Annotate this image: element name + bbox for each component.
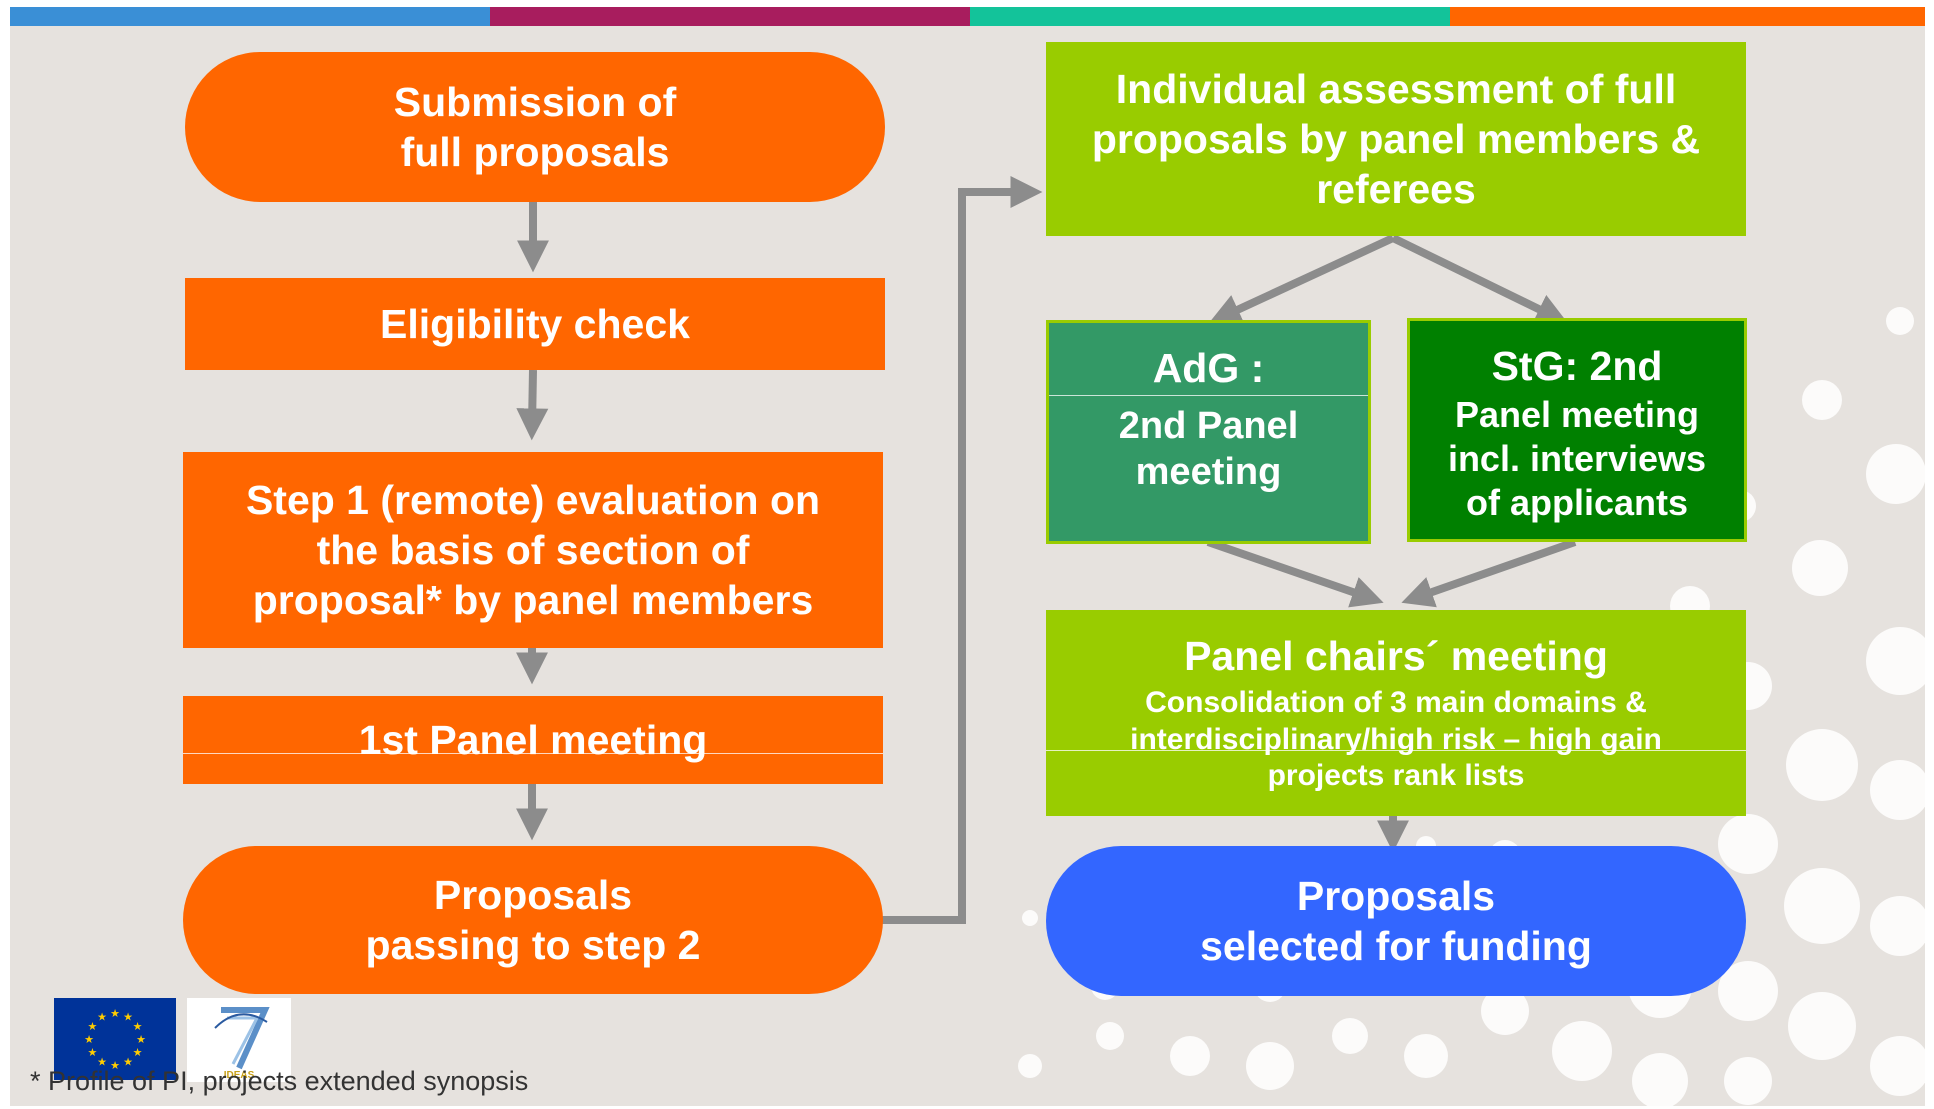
fp7-ideas-icon: IDEAS — [187, 998, 291, 1082]
chairs-line-2: interdisciplinary/high risk – high gain — [1130, 722, 1662, 756]
individual-line-1: Individual assessment of full — [1115, 65, 1677, 112]
stg-line-4: of applicants — [1465, 481, 1689, 523]
step1-line-2: the basis of section of — [316, 526, 750, 573]
adg-box: AdG : 2nd Panel meeting — [1046, 320, 1371, 544]
background-dot — [1866, 627, 1925, 695]
submission-line-1: Submission of — [393, 78, 677, 125]
background-dot — [1718, 814, 1778, 874]
footnote: * Profile of PI, projects extended synop… — [30, 1066, 529, 1096]
passing-line-1: Proposals — [433, 871, 633, 918]
eu-star-icon: ★ — [123, 1011, 133, 1023]
background-dot — [1886, 307, 1914, 335]
slide-canvas: Submission of full proposals Eligibility… — [10, 26, 1925, 1106]
eu-flag-icon: ★★★★★★★★★★★★ — [54, 998, 176, 1080]
background-dot — [1632, 1053, 1688, 1106]
chairs-divider — [1046, 750, 1746, 751]
adg-divider — [1049, 395, 1368, 396]
passing-box: Proposals passing to step 2 — [183, 846, 883, 994]
eu-star-icon: ★ — [110, 1008, 120, 1020]
eu-star-icon: ★ — [133, 1021, 143, 1033]
eu-star-icon: ★ — [88, 1021, 98, 1033]
flow-arrows — [516, 176, 1577, 924]
panel1-divider — [183, 753, 883, 754]
stripe-teal — [970, 7, 1450, 26]
stg-line-3: incl. interviews — [1447, 438, 1707, 480]
background-dot — [1792, 540, 1848, 596]
stripe-orange — [1450, 7, 1925, 26]
background-dot — [1332, 1018, 1368, 1054]
stg-line-2: Panel meeting — [1454, 394, 1700, 436]
background-dot — [1022, 910, 1038, 926]
stripe-magenta — [490, 7, 970, 26]
eu-star-icon: ★ — [133, 1047, 143, 1059]
arrow-individual-to-adg — [1208, 234, 1395, 325]
arrow-adg-to-chairs — [1206, 538, 1384, 608]
adg-line-2: 2nd Panel — [1118, 405, 1299, 448]
background-dot — [1866, 444, 1925, 504]
eu-star-icon: ★ — [97, 1057, 107, 1069]
background-dot — [1718, 961, 1778, 1021]
background-dot — [1870, 760, 1925, 820]
arrow-stg-to-chairs — [1401, 538, 1577, 608]
background-dot — [1170, 1036, 1210, 1076]
selected-line-1: Proposals — [1296, 872, 1496, 919]
eligibility-label: Eligibility check — [380, 300, 690, 347]
panel-chairs-box: Panel chairs´ meeting Consolidation of 3… — [1046, 610, 1746, 816]
background-dot — [1481, 987, 1529, 1035]
individual-assessment-box: Individual assessment of full proposals … — [1046, 42, 1746, 236]
arrow-passing-to-individual — [880, 176, 1043, 924]
eu-star-icon: ★ — [123, 1057, 133, 1069]
eligibility-box: Eligibility check — [185, 278, 885, 370]
individual-line-2: proposals by panel members & — [1091, 115, 1701, 162]
arrow-eligibility-to-step1 — [516, 369, 549, 441]
step1-box: Step 1 (remote) evaluation on the basis … — [183, 452, 883, 648]
background-dot — [1870, 896, 1925, 956]
panel1-box: 1st Panel meeting — [183, 696, 883, 784]
individual-line-3: referees — [1316, 166, 1476, 212]
panel1-label: 1st Panel meeting — [358, 716, 708, 763]
background-dot — [1788, 992, 1856, 1060]
selected-for-funding-box: Proposals selected for funding — [1046, 846, 1746, 996]
step1-line-1: Step 1 (remote) evaluation on — [245, 476, 821, 523]
stg-title: StG: 2nd — [1491, 343, 1663, 390]
chairs-line-1: Consolidation of 3 main domains & — [1145, 686, 1647, 720]
eu-star-icon: ★ — [84, 1034, 94, 1046]
decorative-dots — [1018, 307, 1925, 1106]
chairs-title: Panel chairs´ meeting — [1184, 633, 1608, 680]
stg-box: StG: 2nd Panel meeting incl. interviews … — [1407, 318, 1747, 542]
background-dot — [1802, 380, 1842, 420]
background-dot — [1870, 1036, 1925, 1096]
adg-line-3: meeting — [1135, 451, 1282, 494]
submission-box: Submission of full proposals — [185, 52, 885, 202]
background-dot — [1724, 1057, 1772, 1105]
eu-star-icon: ★ — [110, 1060, 120, 1072]
eu-star-icon: ★ — [97, 1011, 107, 1023]
arrow-individual-to-stg — [1391, 234, 1568, 324]
step1-line-3: proposal* by panel members — [252, 577, 814, 623]
chairs-line-3: projects rank lists — [1267, 759, 1525, 793]
background-dot — [1246, 1042, 1294, 1090]
stripe-blue — [10, 7, 490, 26]
eu-star-icon: ★ — [88, 1047, 98, 1059]
background-dot — [1096, 1022, 1124, 1050]
background-dot — [1404, 1034, 1448, 1078]
passing-line-2: passing to step 2 — [365, 922, 701, 968]
eu-star-icon: ★ — [136, 1034, 146, 1046]
ideas-logo-text: IDEAS — [224, 1070, 255, 1081]
adg-title: AdG : — [1152, 345, 1265, 391]
submission-line-2: full proposals — [400, 129, 670, 175]
background-dot — [1018, 1054, 1042, 1078]
selected-line-2: selected for funding — [1200, 923, 1592, 969]
background-dot — [1552, 1021, 1612, 1081]
background-dot — [1784, 868, 1860, 944]
background-dot — [1786, 729, 1858, 801]
